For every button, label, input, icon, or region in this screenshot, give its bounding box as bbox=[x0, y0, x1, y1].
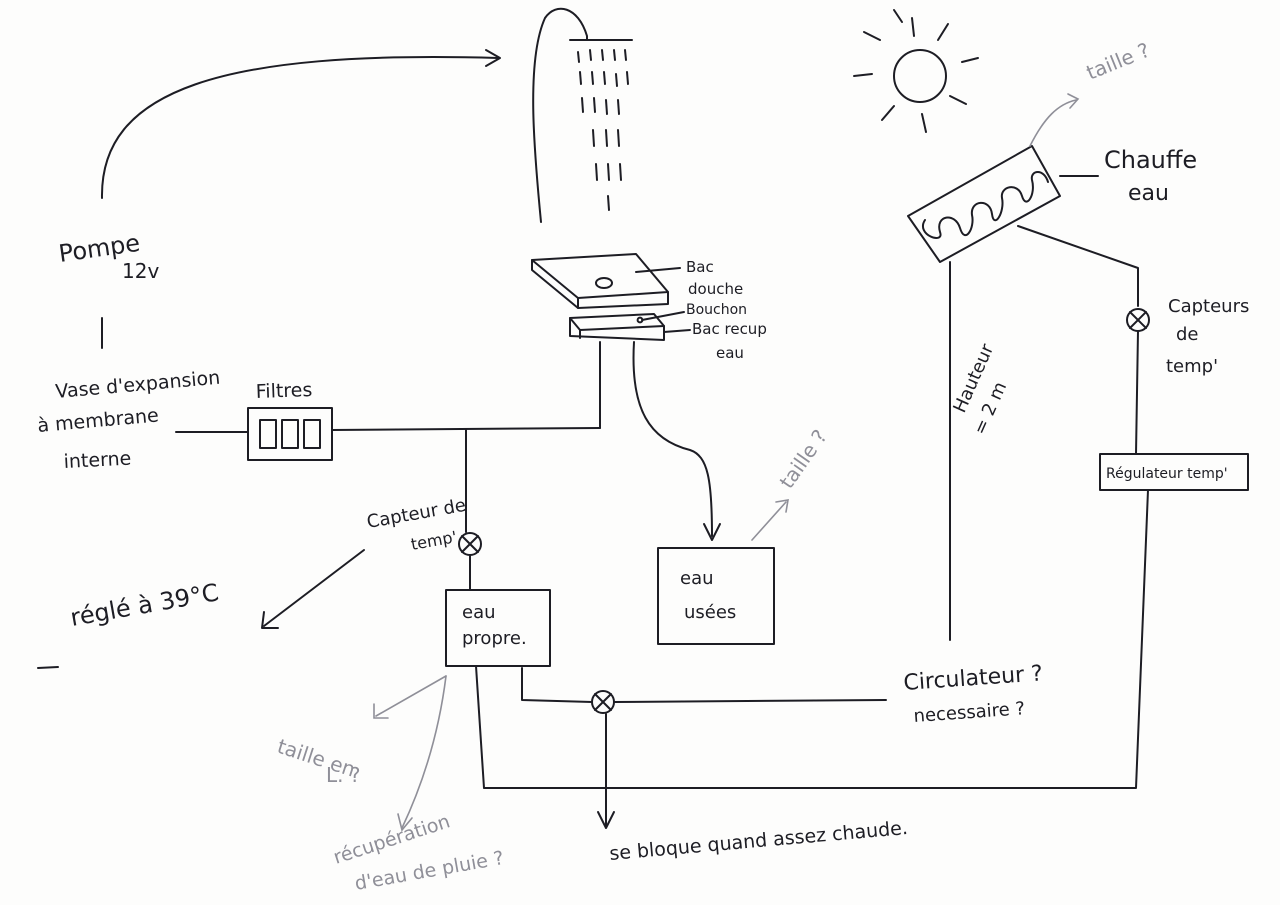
label-capteurs-3: temp' bbox=[1166, 356, 1218, 377]
pump-line bbox=[100, 49, 501, 349]
label-chauffe-1: Chauffe bbox=[1104, 146, 1197, 174]
label-pompe-volt: 12v bbox=[122, 259, 159, 283]
label-bac-douche-1: Bac bbox=[686, 258, 714, 276]
return-loop-pipe bbox=[475, 489, 1149, 789]
valve-bottom bbox=[591, 690, 615, 714]
circulator-pipe bbox=[613, 699, 887, 703]
label-eau-usees-1: eau bbox=[680, 568, 714, 589]
temp-regulator-box bbox=[1099, 453, 1249, 491]
label-taille-mid: taille ? bbox=[774, 425, 832, 493]
label-eau-propre-2: propre. bbox=[462, 628, 527, 649]
taille-mid-arrow bbox=[751, 501, 787, 541]
clean-water-outlet-pipe bbox=[521, 667, 593, 703]
label-taille-en-2: L. ? bbox=[326, 763, 360, 787]
tank-size-arrow bbox=[375, 675, 447, 717]
label-regulateur: Régulateur temp' bbox=[1106, 466, 1228, 482]
rain-recovery-arrow bbox=[401, 675, 447, 829]
sun-icon bbox=[853, 9, 979, 133]
temp-sensor-right bbox=[1126, 308, 1150, 332]
waste-pipe bbox=[632, 341, 713, 537]
shower-head bbox=[532, 7, 633, 223]
label-taille-top: taille ? bbox=[1083, 38, 1153, 85]
label-eau-usees-2: usées bbox=[684, 602, 736, 623]
label-bac-recup-2: eau bbox=[716, 344, 744, 362]
label-bouchon: Bouchon bbox=[686, 302, 747, 318]
solar-water-heater bbox=[907, 145, 1139, 641]
label-capteur-left-2: temp' bbox=[409, 527, 458, 554]
label-se-bloque: se bloque quand assez chaude. bbox=[609, 817, 909, 865]
label-vase-line2: à membrane bbox=[37, 404, 160, 437]
label-capteurs-1: Capteurs bbox=[1168, 296, 1249, 317]
taille-top-arrow bbox=[1029, 99, 1077, 147]
clean-water-tank bbox=[445, 589, 551, 667]
label-circulateur-2: necessaire ? bbox=[913, 698, 1026, 727]
label-regle: réglé à 39°C bbox=[68, 578, 221, 632]
shower-tray bbox=[531, 253, 681, 309]
label-eau-propre-1: eau bbox=[462, 602, 496, 623]
label-vase-line1: Vase d'expansion bbox=[55, 367, 222, 403]
recovery-tray bbox=[569, 311, 691, 341]
temp-sensor-left bbox=[458, 532, 482, 556]
label-vase-line3: interne bbox=[63, 447, 132, 473]
label-bac-douche-2: douche bbox=[688, 280, 743, 298]
label-chauffe-2: eau bbox=[1128, 181, 1169, 206]
label-bac-recup-1: Bac recup bbox=[692, 320, 767, 338]
label-filtres: Filtres bbox=[255, 379, 312, 403]
waste-water-tank bbox=[657, 547, 775, 645]
label-circulateur-1: Circulateur ? bbox=[903, 661, 1044, 696]
setting-arrow bbox=[263, 549, 365, 627]
label-capteurs-2: de bbox=[1176, 324, 1199, 345]
filters-box bbox=[247, 407, 333, 461]
